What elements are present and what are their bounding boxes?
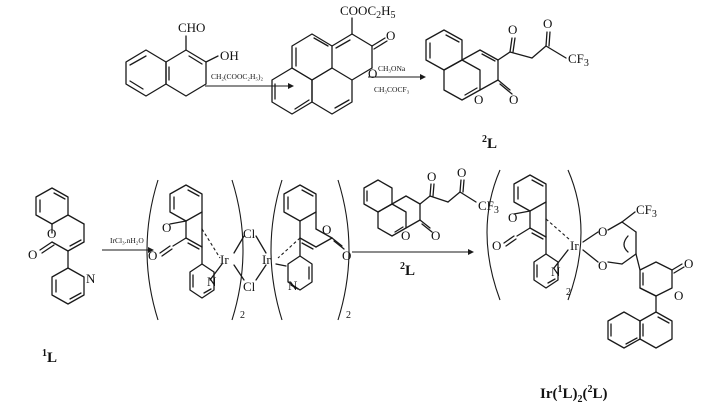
iridium-dimer-structure: 2 O O N Ir Cl Cl Ir 2 — [146, 179, 351, 321]
l2-ring-o: O — [474, 92, 483, 107]
r2l-carbonyl-o: O — [431, 228, 440, 243]
dimer-right-n: N — [288, 278, 298, 293]
dimer-right-carbonyl-o: O — [342, 248, 351, 263]
hydroxynaphthaldehyde-structure: CHO OH — [125, 20, 239, 97]
dimer-left-carbonyl-o: O — [148, 248, 157, 263]
product-l2-carbonyl-o: O — [684, 256, 693, 271]
l2-carbonyl-o: O — [509, 92, 518, 107]
product-n: N — [551, 264, 561, 279]
product-cf3: CF3 — [636, 202, 657, 220]
reagent-step3: IrCl₃.nH₂O — [110, 236, 144, 245]
dimer-left-ring-o: O — [162, 220, 171, 235]
product-ir: Ir — [570, 238, 579, 253]
product-bracket-sub: 2 — [566, 287, 571, 298]
arrow-step2: CH₃ONa CH₃COCF₃ — [368, 64, 426, 94]
carbonyl-o-label: O — [386, 28, 395, 43]
product-label: Ir(1L)2(2L) — [540, 384, 608, 405]
product-complex-structure: 2 O O N Ir O O CF3 — [486, 169, 693, 349]
acac-o-bottom: O — [598, 258, 607, 273]
acac-o-top: O — [598, 224, 607, 239]
reagent-step2-bottom: CH₃COCF₃ — [374, 85, 410, 94]
arrow-step3: IrCl₃.nH₂O — [102, 236, 154, 253]
dimer-cl-bottom: Cl — [243, 279, 256, 294]
dimer-left-sub: 2 — [240, 310, 245, 321]
l2-o1: O — [508, 22, 517, 37]
ester-label: COOC2H5 — [340, 3, 396, 21]
l1-carbonyl-o: O — [28, 247, 37, 262]
cho-label: CHO — [178, 20, 205, 35]
ring-o-label: O — [368, 66, 377, 81]
reagent-2l-structure: O O O O CF3 — [363, 165, 499, 243]
dimer-left-n: N — [207, 274, 217, 289]
dimer-ir-left: Ir — [220, 252, 229, 267]
l1-ring-o: O — [47, 226, 56, 241]
reagent-step4: 2L — [400, 261, 415, 279]
product-l2-ring-o: O — [674, 288, 683, 303]
ligand-1l-structure: O O N — [28, 187, 96, 305]
arrow-step4: 2L — [352, 249, 474, 279]
ligand-1l-label: 1L — [42, 348, 57, 366]
l2-cf3: CF3 — [568, 51, 589, 69]
l1-n: N — [86, 271, 96, 286]
dimer-ir-right: Ir — [262, 252, 271, 267]
ligand-2l-structure: O O O O CF3 — [425, 16, 589, 107]
r2l-o1: O — [427, 169, 436, 184]
r2l-ring-o: O — [401, 228, 410, 243]
dimer-cl-top: Cl — [243, 226, 256, 241]
oh-label: OH — [220, 48, 239, 63]
coumarin-ester-structure: COOC2H5 O O — [271, 3, 396, 115]
dimer-right-ring-o: O — [322, 222, 331, 237]
reagent-step1: CH₂(COOC₂H₅)₂ — [211, 72, 264, 81]
product-ring-o: O — [508, 210, 517, 225]
product-carbonyl-o: O — [492, 238, 501, 253]
dimer-right-sub: 2 — [346, 310, 351, 321]
arrow-step1: CH₂(COOC₂H₅)₂ — [205, 72, 294, 89]
ligand-2l-label: 2L — [482, 134, 497, 152]
l2-o2: O — [543, 16, 552, 31]
r2l-o2: O — [457, 165, 466, 180]
reagent-step2-top: CH₃ONa — [378, 64, 406, 73]
